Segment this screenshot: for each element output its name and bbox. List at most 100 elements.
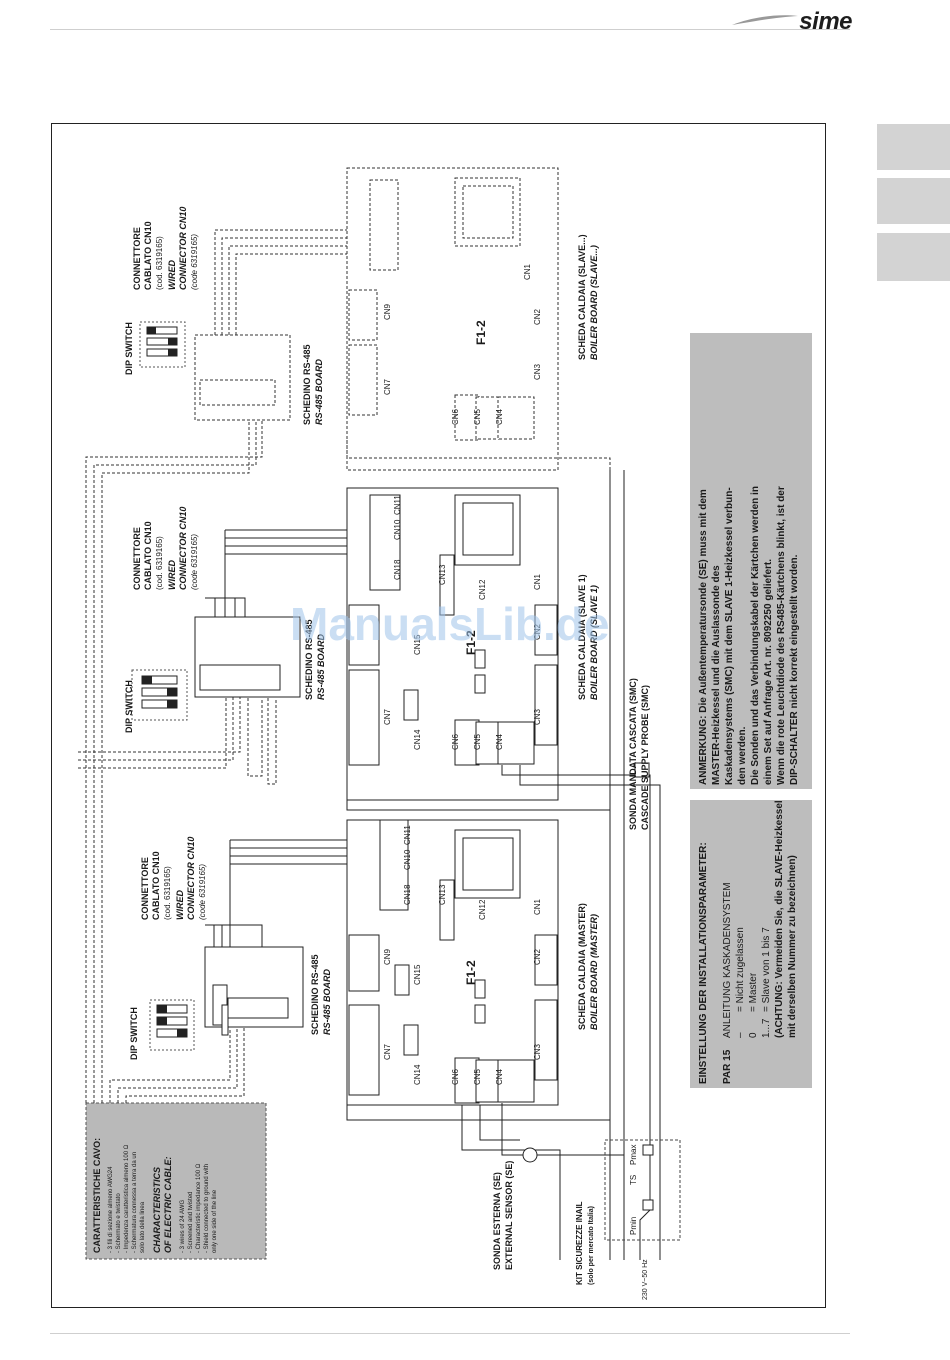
note-line-3: Kaskadensystems (SMC) mit dem SLAVE 1-He… [724,487,735,785]
side-tab-2[interactable] [877,178,950,224]
param-warn-1: (ACHTUNG: Vermeiden Sie, die SLAVE-Heizk… [774,800,785,1038]
cable-title-en-2: OF ELECTRIC CABLE: [163,1157,173,1254]
cn14-slave1-label: CN14 [413,729,422,750]
pmax-label: Pmax [629,1145,638,1165]
cn2-slave1-label: CN2 [533,623,542,640]
conn-cod-slave-n: (cod. 6319165) [155,236,164,290]
cn5-master-label: CN5 [473,1068,482,1085]
cable-box [85,1102,267,1260]
cascade-probe-icon [634,762,650,778]
cn1-master-label: CN1 [533,898,542,915]
board-slave1-it: SCHEDA CALDAIA (SLAVE 1) [577,574,587,700]
note-box [690,333,812,789]
side-tab-3[interactable] [877,233,950,281]
kit-it: KIT SICUREZZE INAIL [575,1201,584,1285]
fuse-slave-n: F1-2 [474,320,488,345]
side-tab-1[interactable] [877,124,950,170]
conn-cod-master: (cod. 6319165) [163,866,172,920]
param-desc: ANLEITUNG KASKADENSYSTEM [722,882,733,1038]
brand-logo: sime [799,8,852,35]
board-master-en: BOILER BOARD (MASTER) [589,914,599,1030]
cn1-slave-n-label: CN1 [523,263,532,280]
board-slave1-en: BOILER BOARD (SLAVE 1) [589,585,599,700]
rs485-en-master: RS-485 BOARD [322,968,332,1035]
cn6-slave-n-label: CN6 [451,408,460,425]
cn10-master-label: CN10 [403,849,412,870]
cn9-slave-n-label: CN9 [383,303,392,320]
boiler-board-master [346,819,559,1106]
cable-line-en-2: - Screened and twisted [188,1192,194,1253]
param-par: PAR 15 [722,1049,733,1084]
cn2-slave-n-label: CN2 [533,308,542,325]
cn7-master [348,1004,380,1096]
cable-line-en-3: - Characteristic impedance 100 Ω [196,1163,202,1253]
cn7-slave1-label: CN7 [383,708,392,725]
rs485-it-slave-n: SCHEDINO RS-485 [302,344,312,425]
cn11-master-label: CN11 [403,825,412,845]
note-line-7: Wenn die rote Leuchtdiode des RS485-Kärt… [776,486,787,785]
cn4-master-label: CN4 [495,1068,504,1085]
param-row2-val: = Master [748,972,759,1012]
board-slave-n-en: BOILER BOARD (SLAVE...) [589,245,599,360]
dip-label-slave1: DIP SWITCH [124,680,134,733]
param-row3-key: 1...7 [761,1018,772,1038]
cable-line-it-5: solo lato della linea [140,1201,146,1253]
board-slave-n-it: SCHEDA CALDAIA (SLAVE...) [577,234,587,360]
cable-line-en-4: - Shield connected to ground with [204,1164,210,1253]
cable-line-it-3: - Impedenza caratteristica almeno 100 Ω [124,1144,130,1253]
cn3-slave-n-label: CN3 [533,363,542,380]
param-box [690,800,812,1088]
cn13-master-label: CN13 [438,884,447,905]
conn-code-slave1: (code 6319165) [190,534,199,590]
dip-label-slave-n: DIP SWITCH [124,322,134,375]
note-line-1: ANMERKUNG: Die Außentemperatursonde (SE)… [698,489,709,785]
cn18-master-label: CN18 [403,884,412,905]
conn-it2-slave-n: CABLATO CN10 [143,221,153,290]
conn-en-slave-n: WIRED [167,260,177,290]
dip-label-master: DIP SWITCH [129,1007,139,1060]
cn2-master-label: CN2 [533,948,542,965]
rs485-en-slave-n: RS-485 BOARD [314,358,324,425]
param-row2-key: 0 [748,1032,759,1038]
cn3-slave1-label: CN3 [533,708,542,725]
param-title: EINSTELLUNG DER INSTALLATIONSPARAMETER: [698,842,709,1084]
cn4-slave1-label: CN4 [495,733,504,750]
note-line-6: einem Set auf Anfrage Art. nr. 8092250 g… [763,559,774,785]
cn9-master [348,934,380,992]
param-row1-val: = Nicht zugelassen [735,927,746,1012]
brand-swoosh-icon [732,15,798,25]
board-master-it: SCHEDA CALDAIA (MASTER) [577,903,587,1030]
cascade-it: SONDA MANDATA CASCATA (SMC) [628,678,638,830]
conn-en-slave1: WIRED [167,560,177,590]
conn-it-slave1: CONNETTORE [132,527,142,590]
conn-en2-master: CONNECTOR CN10 [186,837,196,920]
cn7-master-label: CN7 [383,1043,392,1060]
fuse-slave1: F1-2 [464,630,478,655]
header-rule [50,29,850,30]
external-sensor-icon [522,1147,538,1163]
cn14-master-label: CN14 [413,1064,422,1085]
cn12-master-label: CN12 [478,899,487,920]
rs485-it-master: SCHEDINO RS-485 [310,954,320,1035]
watermark: ManualsLib.de [290,598,609,650]
conn-it-slave-n: CONNETTORE [132,227,142,290]
rs485-board-slave-n [194,334,291,421]
cn13-slave1-label: CN13 [438,564,447,585]
cn1-slave1-label: CN1 [533,573,542,590]
cn9-master-label: CN9 [383,948,392,965]
cascade-en: CASCADE SUPPLY PROBE (SMC) [640,685,650,830]
cable-title-it: CARATTERISTICHE CAVO: [92,1138,102,1253]
cn5-slave-n-label: CN5 [473,408,482,425]
fuse-master: F1-2 [464,960,478,985]
kit-note: (solo per mercato Italia) [588,1206,595,1285]
cn18-slave1-label: CN18 [393,559,402,580]
cable-line-en-1: - 3 wires of 24 AWG [180,1200,186,1253]
cn3-master-label: CN3 [533,1043,542,1060]
rs485-en-slave1: RS-485 BOARD [316,633,326,700]
cn11-slave1-label: CN11 [393,495,402,515]
cn6-slave1-label: CN6 [451,733,460,750]
pmin-label: Pmin [629,1217,638,1235]
cable-line-it-4: - Schermatura connessa a terra da un [132,1152,138,1253]
cn15-slave1-label: CN15 [413,634,422,655]
